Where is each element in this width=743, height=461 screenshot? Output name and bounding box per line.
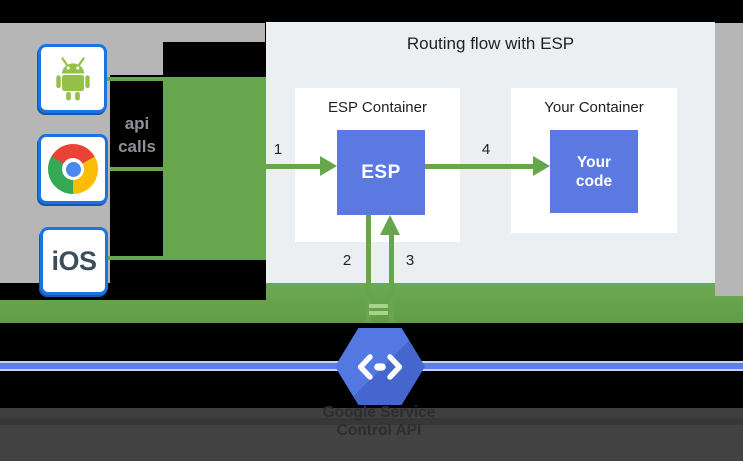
chrome-icon-hub — [62, 158, 84, 180]
client-rail-patch — [110, 42, 163, 75]
service-caption-line1: Google Service — [322, 404, 436, 421]
arrow-1-head — [320, 156, 337, 176]
arrow-3-line — [389, 235, 394, 323]
cloud-endpoints-hexagon-icon — [335, 328, 425, 405]
api-calls-funnel — [163, 77, 266, 260]
step-2-number: 2 — [342, 252, 352, 269]
arrow-1-line — [266, 164, 321, 169]
your-code-line2: code — [575, 172, 613, 190]
chrome-icon-pupil — [65, 161, 81, 177]
android-icon — [55, 56, 90, 101]
esp-container-title: ESP Container — [328, 99, 427, 116]
api-calls-label: api calls — [106, 112, 168, 158]
service-caption: Google Service Control API — [279, 404, 479, 440]
code-brackets-icon — [357, 353, 403, 380]
panel-title: Routing flow with ESP — [406, 34, 575, 53]
ios-client-tile: iOS — [40, 227, 108, 295]
chrome-icon — [48, 144, 98, 194]
ios-connector-line — [108, 256, 163, 260]
bottom-bar — [0, 408, 743, 461]
ios-label: iOS — [51, 245, 97, 276]
your-container-title: Your Container — [544, 99, 644, 116]
service-caption-line2: Control API — [336, 422, 422, 439]
android-client-tile — [38, 44, 107, 113]
android-connector-line — [107, 77, 163, 81]
arrow-2-line — [366, 215, 371, 323]
your-code-node: Your code — [550, 130, 638, 213]
step-3-number: 3 — [405, 252, 415, 269]
chrome-client-tile — [38, 134, 108, 204]
arrow-4-line — [425, 164, 534, 169]
your-code-line1: Your — [576, 153, 612, 171]
client-rail-top-strip — [0, 23, 265, 42]
step-4-number: 4 — [481, 141, 491, 158]
api-calls-line1: api — [124, 114, 150, 133]
api-calls-line2: calls — [118, 137, 156, 156]
step-1-number: 1 — [273, 141, 283, 158]
band-dash-1 — [369, 304, 388, 308]
band-dash-2 — [369, 311, 388, 315]
arrow-3-head — [380, 215, 400, 235]
arrow-4-head — [533, 156, 550, 176]
right-gray-strip — [715, 23, 743, 296]
chrome-connector-line — [110, 167, 163, 171]
esp-node-label: ESP — [361, 161, 401, 183]
esp-node: ESP — [337, 130, 425, 215]
